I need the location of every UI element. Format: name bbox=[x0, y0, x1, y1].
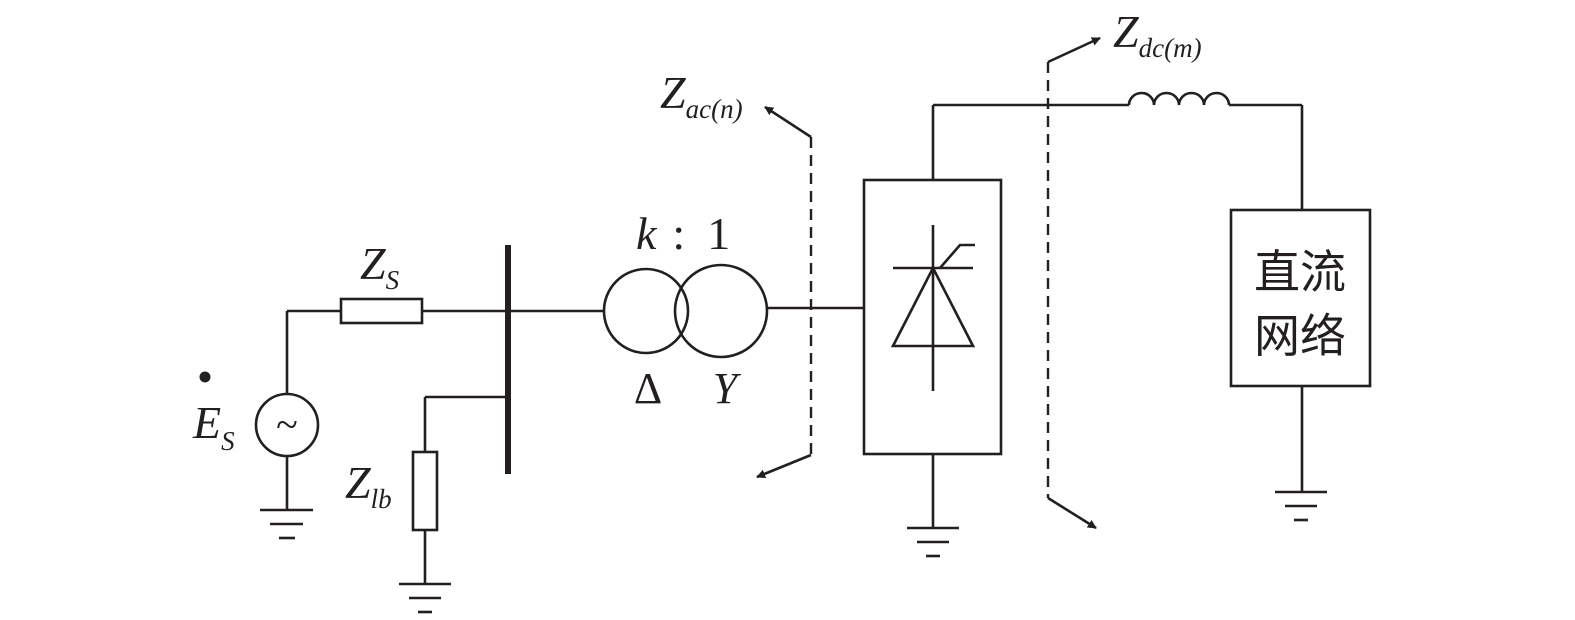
ac-boundary-arrow-down bbox=[756, 453, 812, 479]
phasor-dot-icon bbox=[199, 371, 211, 383]
transformer-secondary-winding bbox=[673, 263, 769, 359]
dc-impedance-label: Zdc(m) bbox=[1113, 6, 1202, 63]
ac-impedance-label: Zac(n) bbox=[660, 67, 743, 124]
ac-source: ~ bbox=[254, 311, 320, 510]
load-ground-icon bbox=[399, 582, 451, 614]
wye-winding-label: Y bbox=[713, 364, 742, 413]
converter-ground-icon bbox=[907, 526, 959, 558]
ac-impedance-boundary bbox=[756, 105, 813, 479]
source-impedance-resistor bbox=[339, 297, 424, 325]
dc-impedance-boundary bbox=[1046, 36, 1101, 530]
dc-network-ground-icon bbox=[1275, 490, 1327, 522]
ac-boundary-arrow-up bbox=[764, 105, 812, 139]
transformer-ratio: k:1 bbox=[636, 208, 730, 259]
thyristor-icon bbox=[890, 225, 976, 391]
dc-boundary-arrow-up bbox=[1047, 36, 1101, 64]
local-load-label: Zlb bbox=[345, 457, 392, 514]
dc-boundary-arrow-down bbox=[1047, 496, 1097, 530]
transformer-primary-winding bbox=[602, 267, 690, 355]
source-ground-icon bbox=[260, 508, 313, 540]
source-impedance-label: ZS bbox=[360, 238, 400, 295]
smoothing-reactor-icon bbox=[1127, 91, 1231, 106]
sine-symbol: ~ bbox=[276, 402, 298, 447]
dc-network-label-line2: 网络 bbox=[1254, 309, 1346, 363]
local-load-resistor bbox=[411, 450, 439, 532]
dc-network-label-line1: 直流 bbox=[1254, 245, 1346, 299]
local-load bbox=[411, 395, 508, 584]
source-label: ES bbox=[192, 397, 235, 456]
delta-winding-label: Δ bbox=[634, 364, 662, 413]
transformer bbox=[602, 263, 769, 359]
dc-network-box bbox=[1229, 208, 1372, 388]
